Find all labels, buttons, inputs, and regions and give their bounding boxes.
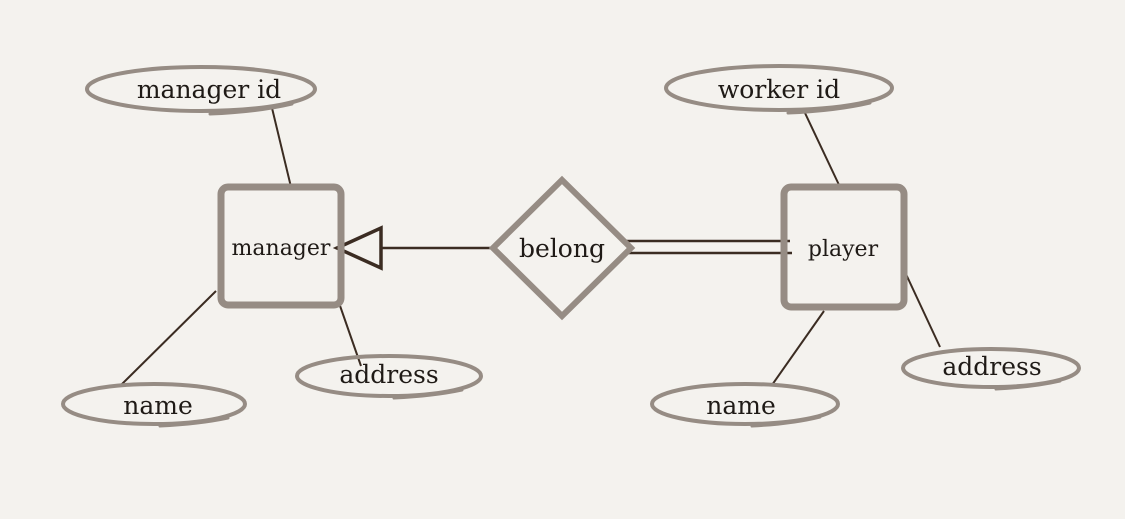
attribute-player-name: name bbox=[650, 382, 840, 428]
relationship-belong: belong bbox=[488, 175, 636, 321]
connector-manager-name bbox=[119, 290, 217, 387]
attribute-worker-id: worker id bbox=[664, 64, 894, 115]
attribute-manager-id-label: manager id bbox=[137, 75, 281, 104]
attribute-manager-name-label: name bbox=[123, 391, 193, 420]
attribute-manager-address: address bbox=[295, 354, 483, 400]
connector-manager-id bbox=[271, 107, 292, 188]
entity-player: player bbox=[780, 183, 908, 311]
connector-manager-address bbox=[337, 299, 362, 367]
entity-player-box bbox=[780, 183, 908, 311]
connector-player-address bbox=[904, 271, 941, 348]
attribute-manager-name: name bbox=[61, 382, 247, 428]
attribute-manager-id: manager id bbox=[85, 65, 317, 116]
entity-player-label: player bbox=[808, 237, 879, 262]
entity-manager: manager bbox=[217, 183, 345, 309]
attribute-manager-address-label: address bbox=[339, 360, 438, 389]
connector-worker-id bbox=[804, 112, 841, 188]
total-participation-lines bbox=[624, 239, 792, 255]
entity-manager-label: manager bbox=[232, 236, 331, 261]
connector-player-name bbox=[771, 310, 825, 386]
isa-arrow bbox=[332, 225, 494, 271]
relationship-diamond bbox=[488, 175, 636, 321]
entity-manager-box bbox=[217, 183, 345, 309]
attribute-player-address-label: address bbox=[942, 352, 1041, 381]
attribute-player-address: address bbox=[901, 347, 1081, 391]
attribute-player-name-label: name bbox=[706, 391, 776, 420]
relationship-label: belong bbox=[519, 234, 605, 263]
attribute-worker-id-label: worker id bbox=[718, 75, 840, 104]
